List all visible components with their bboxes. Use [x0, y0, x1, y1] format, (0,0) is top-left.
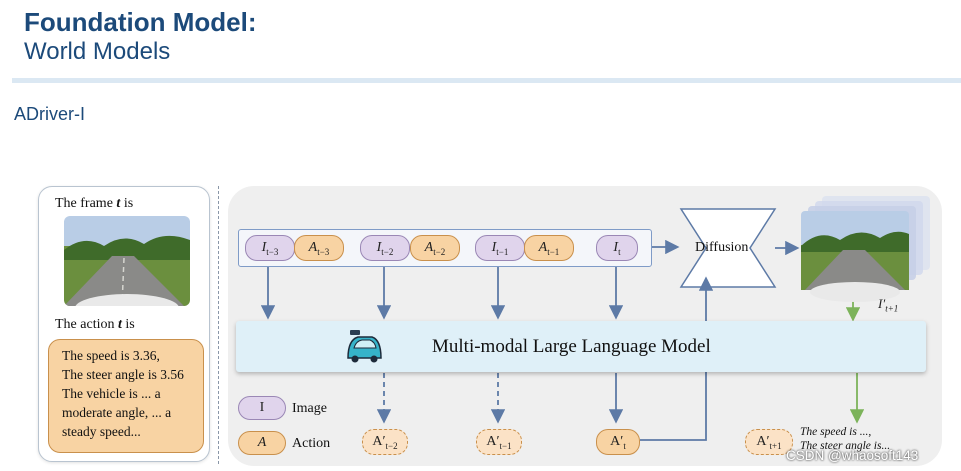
- action-token: At−3: [294, 235, 344, 261]
- dashed-divider: [218, 186, 219, 464]
- action-token: At−1: [524, 235, 574, 261]
- image-token: It: [596, 235, 638, 261]
- watermark: CSDN @whaosoft143: [786, 448, 919, 463]
- prediction-note: The speed is ...,: [800, 426, 872, 438]
- slide-subtitle: World Models: [24, 38, 171, 65]
- action-text-box: The speed is 3.36, The steer angle is 3.…: [48, 339, 204, 453]
- frame-caption: The frame t is: [55, 196, 134, 211]
- action-caption: The action t is: [55, 317, 135, 332]
- legend-action-label: Action: [292, 436, 331, 451]
- action-line: steady speed...: [62, 424, 141, 439]
- title-rule: [12, 78, 961, 83]
- legend-image-label: Image: [292, 401, 327, 416]
- image-token: It−3: [245, 235, 295, 261]
- input-example-card: The frame t is The action t is The speed…: [38, 186, 210, 462]
- next-frame-label: I′t+1: [878, 296, 899, 314]
- image-token: It−1: [475, 235, 525, 261]
- image-token: It−2: [360, 235, 410, 261]
- car-icon: [347, 330, 382, 363]
- diffusion-block: [679, 208, 777, 288]
- predicted-action-token: A′t−2: [362, 429, 408, 455]
- mllm-block: Multi-modal Large Language Model: [236, 321, 926, 372]
- mllm-label: Multi-modal Large Language Model: [432, 336, 711, 357]
- legend-image-token: I: [238, 396, 286, 420]
- action-line: The steer angle is 3.56: [62, 367, 184, 382]
- frame-image: [64, 216, 190, 306]
- action-token: At−2: [410, 235, 460, 261]
- predicted-action-token: A′t+1: [745, 429, 793, 455]
- action-line: The speed is 3.36,: [62, 348, 160, 363]
- diffusion-label: Diffusion: [695, 240, 749, 255]
- generated-frame-image: [801, 211, 909, 302]
- section-label: ADriver-I: [14, 104, 85, 124]
- slide-title: Foundation Model:: [24, 7, 257, 37]
- action-line: moderate angle, ... a: [62, 405, 172, 420]
- action-line: The vehicle is ... a: [62, 386, 161, 401]
- legend-action-token: A: [238, 431, 286, 455]
- prediction-note: The steer angle is...: [800, 440, 891, 452]
- predicted-action-token: A′t: [596, 429, 640, 455]
- predicted-action-token: A′t−1: [476, 429, 522, 455]
